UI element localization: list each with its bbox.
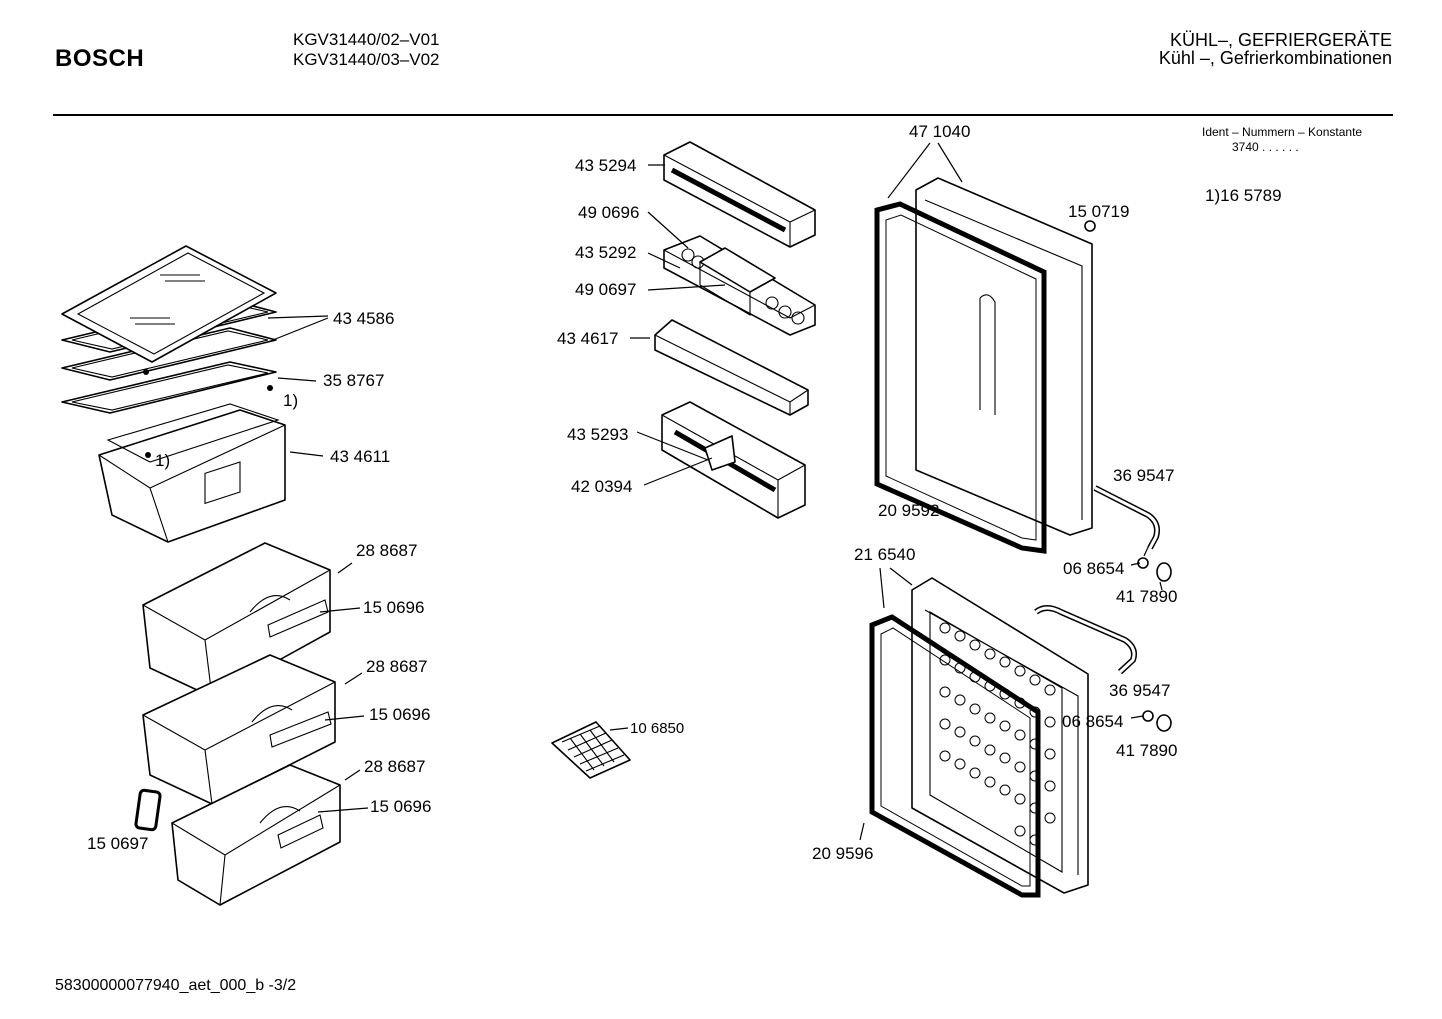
hinge-cap-icon	[1084, 220, 1096, 232]
fridge-door	[915, 177, 1093, 536]
label-369547-b: 36 9547	[1109, 681, 1170, 700]
label-footnote-a: 1)	[283, 391, 298, 410]
vegetable-drawer-1	[142, 542, 331, 698]
document-id: 58300000077940_aet_000_b -3/2	[55, 977, 297, 994]
label-288687-c: 28 8687	[364, 757, 425, 776]
label-209592: 20 9592	[878, 501, 939, 520]
leader-lines-middle	[609, 164, 726, 731]
label-420394: 42 0394	[571, 477, 632, 496]
label-435294: 43 5294	[575, 156, 636, 175]
label-288687-a: 28 8687	[356, 541, 417, 560]
label-106850: 10 6850	[630, 720, 684, 737]
label-150696-c: 15 0696	[370, 797, 431, 816]
screw-cap-lower	[1142, 710, 1172, 732]
footnote-part: 1)16 5789	[1205, 186, 1282, 205]
label-435292: 43 5292	[575, 243, 636, 262]
header-rule	[53, 114, 1393, 116]
label-417890-a: 41 7890	[1116, 587, 1177, 606]
label-471040: 47 1040	[909, 122, 970, 141]
leader-lines-left	[267, 315, 369, 813]
vegetable-drawer-3	[171, 764, 341, 906]
label-288687-b: 28 8687	[366, 657, 427, 676]
label-150696-b: 15 0696	[369, 705, 430, 724]
label-490696: 49 0696	[578, 203, 639, 222]
vegetable-drawer-2	[142, 654, 336, 805]
door-shelf-bottom	[661, 401, 806, 519]
label-068654-b: 06 8654	[1062, 712, 1123, 731]
ident-title: Ident – Nummern – Konstante	[1202, 125, 1363, 139]
label-369547-a: 36 9547	[1113, 466, 1174, 485]
label-150719: 15 0719	[1068, 202, 1129, 221]
label-434586: 43 4586	[333, 309, 394, 328]
glass-shelf-stack	[61, 245, 277, 414]
label-150697: 15 0697	[87, 834, 148, 853]
screw-cap-upper	[1137, 557, 1172, 582]
label-209596: 20 9596	[812, 844, 873, 863]
model-number-2: KGV31440/03–V02	[293, 50, 440, 69]
label-434611: 43 4611	[330, 447, 390, 466]
category-title: KÜHL–, GEFRIERGERÄTE	[1169, 30, 1392, 50]
fridge-door-gasket	[874, 201, 1047, 554]
label-150696-a: 15 0696	[363, 598, 424, 617]
label-216540: 21 6540	[854, 545, 915, 564]
label-434617: 43 4617	[557, 329, 618, 348]
label-435293: 43 5293	[567, 425, 628, 444]
ice-tray	[551, 721, 631, 779]
label-068654-a: 06 8654	[1063, 559, 1124, 578]
leader-lines-right	[859, 142, 1163, 841]
category-subtitle: Kühl –, Gefrierkombinationen	[1158, 48, 1392, 68]
freezer-door-gasket	[869, 614, 1041, 898]
door-handle-upper	[1093, 485, 1160, 550]
label-footnote-b: 1)	[155, 451, 170, 470]
egg-tray	[663, 235, 816, 336]
ident-value: 3740 . . . . . .	[1232, 140, 1299, 154]
door-shelf-top	[663, 141, 816, 248]
label-358767: 35 8767	[323, 371, 384, 390]
brand-logo: BOSCH	[55, 45, 145, 72]
small-seal	[134, 788, 162, 832]
model-number-1: KGV31440/02–V01	[293, 30, 440, 49]
freezer-door	[911, 577, 1089, 894]
crisper-box	[98, 403, 286, 543]
label-417890-b: 41 7890	[1116, 741, 1177, 760]
label-490697: 49 0697	[575, 280, 636, 299]
door-shelf-middle	[654, 319, 809, 416]
